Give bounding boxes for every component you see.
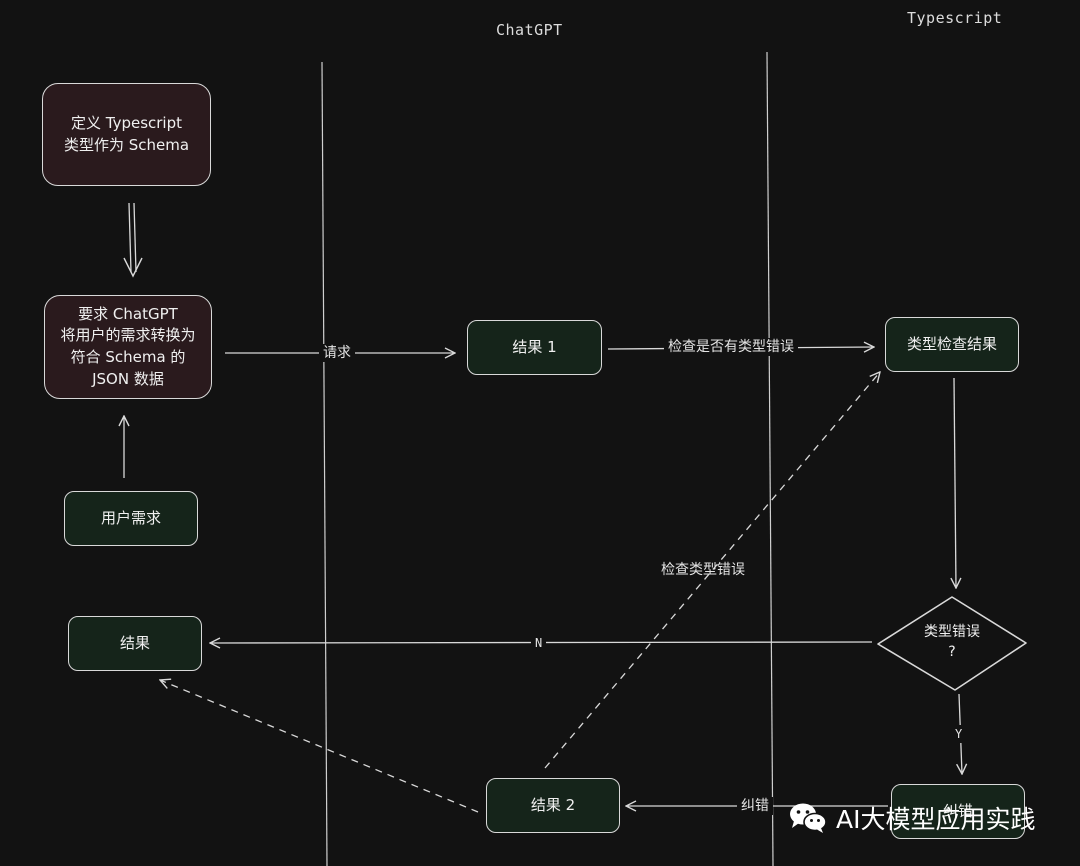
node-type-check-result: 类型检查结果 bbox=[885, 317, 1019, 372]
edge-recheck bbox=[544, 372, 880, 769]
edge-label-check-type-error: 检查类型错误 bbox=[661, 562, 745, 578]
lane-title-chatgpt: ChatGPT bbox=[496, 21, 563, 39]
edge-schema-to-ask bbox=[128, 202, 132, 273]
node-result-final-label: 结果 bbox=[119, 633, 150, 652]
lane-title-typescript: Typescript bbox=[907, 9, 1003, 27]
node-define-schema-label: 定义 Typescript 类型作为 Schema bbox=[63, 113, 190, 154]
edge-label-no: N bbox=[531, 634, 547, 652]
edge-label-yes: Y bbox=[951, 725, 967, 743]
edge-label-fix: 纠错 bbox=[737, 797, 773, 815]
node-ask-chatgpt-label: 要求 ChatGPT 将用户的需求转换为 符合 Schema 的 JSON 数据 bbox=[60, 304, 196, 388]
node-result-2-label: 结果 2 bbox=[530, 795, 576, 814]
decision-diamond-shape bbox=[877, 596, 1027, 691]
watermark-text: AI大模型应用实践 bbox=[836, 805, 1036, 834]
node-ask-chatgpt: 要求 ChatGPT 将用户的需求转换为 符合 Schema 的 JSON 数据 bbox=[44, 295, 212, 399]
node-define-schema: 定义 Typescript 类型作为 Schema bbox=[42, 83, 211, 186]
decision-label: 类型错误 ? bbox=[924, 624, 980, 661]
node-fix: 纠错 bbox=[891, 784, 1025, 839]
watermark: AI大模型应用实践 bbox=[788, 800, 1035, 836]
edge-result2-to-result bbox=[160, 680, 479, 813]
node-result-final: 结果 bbox=[68, 616, 202, 671]
edge-label-check-any: 检查是否有类型错误 bbox=[664, 338, 798, 356]
lane-divider-right bbox=[766, 51, 774, 866]
node-user-need-label: 用户需求 bbox=[100, 508, 161, 527]
wechat-icon bbox=[790, 803, 827, 833]
node-fix-label: 纠错 bbox=[942, 801, 973, 820]
node-result-1: 结果 1 bbox=[467, 320, 602, 375]
node-result-1-label: 结果 1 bbox=[512, 337, 557, 356]
node-user-need: 用户需求 bbox=[64, 491, 198, 546]
edge-label-request: 请求 bbox=[319, 344, 355, 362]
lane-divider-left bbox=[321, 61, 328, 866]
node-result-2: 结果 2 bbox=[486, 778, 620, 833]
node-type-check-result-label: 类型检查结果 bbox=[906, 334, 997, 353]
edge-check-to-decision bbox=[954, 377, 956, 588]
